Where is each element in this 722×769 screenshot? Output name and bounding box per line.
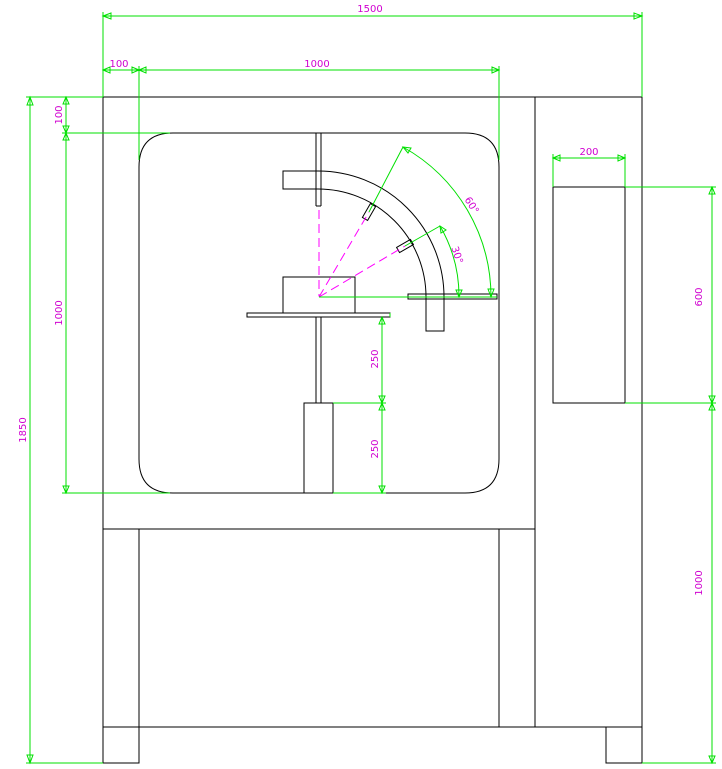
label-chamber-height: 1000 xyxy=(54,300,65,325)
dimension-labels: 1500 100 1000 100 1000 1850 200 600 1000… xyxy=(18,4,705,596)
cabinet-outline xyxy=(102,96,643,764)
label-total-height: 1850 xyxy=(18,417,29,442)
axis-30deg xyxy=(318,245,406,298)
label-chamber-width: 1000 xyxy=(304,59,329,70)
motor-housing xyxy=(303,402,334,494)
dim-angle-60deg xyxy=(402,146,492,298)
label-overall-width: 1500 xyxy=(357,4,382,15)
right-foot xyxy=(605,726,643,764)
label-panel-base-height: 1000 xyxy=(694,570,705,595)
label-panel-height: 600 xyxy=(694,287,705,306)
dimension-lines xyxy=(26,12,716,765)
test-chamber-window xyxy=(138,132,500,494)
label-top-wall: 100 xyxy=(54,105,65,124)
label-angle-30: 30° xyxy=(448,245,464,265)
test-apparatus xyxy=(246,133,498,494)
label-wall-thickness: 100 xyxy=(109,59,128,70)
curved-nozzle-arm xyxy=(282,170,445,332)
label-panel-width: 200 xyxy=(579,147,598,158)
label-upper-vertical: 250 xyxy=(370,349,381,368)
cabinet-body xyxy=(102,96,643,728)
control-panel xyxy=(552,186,626,404)
label-lower-vertical: 250 xyxy=(370,439,381,458)
center-lines xyxy=(318,210,409,298)
axis-60deg xyxy=(318,211,370,298)
turntable xyxy=(246,312,391,318)
left-foot xyxy=(102,726,140,764)
